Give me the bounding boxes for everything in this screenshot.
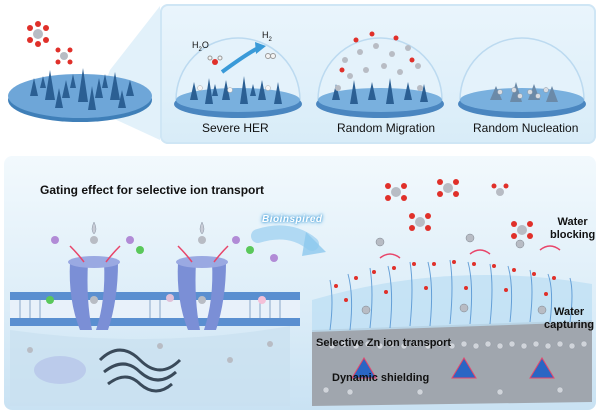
bioinspired-label: Bioinspired: [262, 214, 323, 225]
gating-effect-title: Gating effect for selective ion transpor…: [40, 183, 265, 197]
label-severe-her: Severe HER: [202, 121, 269, 135]
label-random-nucleation: Random Nucleation: [473, 121, 579, 135]
label-water-molecule: H2O: [192, 40, 209, 53]
label-water-blocking: Water blocking: [550, 216, 596, 241]
label-water-capturing: Water capturing: [544, 306, 595, 331]
label-dynamic-shielding: Dynamic shielding: [332, 372, 430, 384]
label-random-migration: Random Migration: [337, 121, 436, 135]
label-hydrogen-molecule: H2: [262, 30, 272, 43]
label-selective-zn-transport: Selective Zn ion transport: [316, 337, 452, 349]
